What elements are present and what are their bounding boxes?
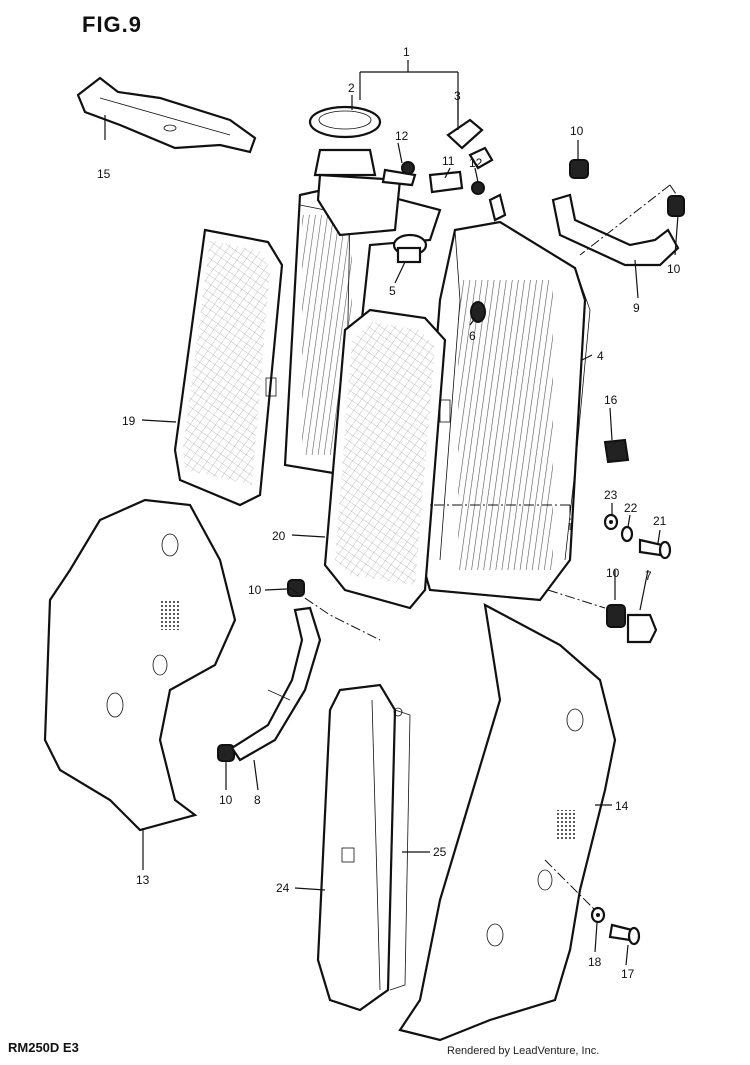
callout-18: 18 <box>588 955 602 969</box>
part-19-screen <box>173 228 284 507</box>
part-9-pipe <box>551 193 680 267</box>
render-credit: Rendered by LeadVenture, Inc. <box>447 1045 600 1057</box>
callout-9: 9 <box>633 301 640 315</box>
callout-6: 6 <box>469 329 476 343</box>
part-5-fitting <box>392 233 428 264</box>
leader-lines <box>104 60 681 966</box>
callout-3: 3 <box>454 89 461 103</box>
part-3-hose <box>446 118 494 170</box>
callout-12a: 12 <box>395 129 409 143</box>
part-18-washer <box>590 906 606 924</box>
part-12-clamps <box>381 161 507 222</box>
callout-labels: 1 2 3 4 5 6 7 8 9 10 10 10 10 10 11 12 1… <box>97 45 681 981</box>
callout-7: 7 <box>645 569 652 583</box>
callout-14: 14 <box>615 799 629 813</box>
callout-13: 13 <box>136 873 150 887</box>
callout-2: 2 <box>348 81 355 95</box>
part-2-radiator-cap <box>308 105 402 237</box>
callout-16: 16 <box>604 393 618 407</box>
callout-20: 20 <box>272 529 286 543</box>
part-22-washer <box>620 525 634 543</box>
callout-8: 8 <box>254 793 261 807</box>
callout-10a: 10 <box>570 124 584 138</box>
part-25-panel-trim <box>389 707 411 991</box>
part-6-grommet <box>470 301 486 323</box>
callout-5: 5 <box>389 284 396 298</box>
callout-21: 21 <box>653 514 667 528</box>
part-24-panel <box>316 683 397 1012</box>
callout-10b: 10 <box>667 262 681 276</box>
figure-title: FIG.9 <box>82 12 143 37</box>
part-14-shroud <box>398 602 617 1042</box>
callout-17: 17 <box>621 967 635 981</box>
part-17-bolt <box>608 923 641 946</box>
callout-10e: 10 <box>219 793 233 807</box>
part-20-screen <box>323 308 451 610</box>
model-code: RM250D E3 <box>8 1040 79 1055</box>
callout-23: 23 <box>604 488 618 502</box>
part-13-shroud <box>43 498 237 832</box>
callout-4: 4 <box>597 349 604 363</box>
callout-19: 19 <box>122 414 136 428</box>
part-15-bracket <box>76 76 257 154</box>
part-23-washer <box>603 513 619 531</box>
part-21-bolt <box>638 538 672 560</box>
callout-24: 24 <box>276 881 290 895</box>
part-8-hose <box>230 606 322 762</box>
callout-11: 11 <box>442 154 455 168</box>
part-16-clip <box>603 438 630 464</box>
part-10-clamps <box>217 159 685 762</box>
callout-10d: 10 <box>606 566 620 580</box>
callout-1: 1 <box>403 45 410 59</box>
part-4-right-radiator <box>418 220 591 602</box>
callout-25: 25 <box>433 845 447 859</box>
callout-10c: 10 <box>248 583 262 597</box>
part-11-hose <box>428 170 464 194</box>
callout-15: 15 <box>97 167 111 181</box>
callout-12b: 12 <box>469 156 483 170</box>
part-7-cap <box>626 613 658 644</box>
callout-22: 22 <box>624 501 638 515</box>
